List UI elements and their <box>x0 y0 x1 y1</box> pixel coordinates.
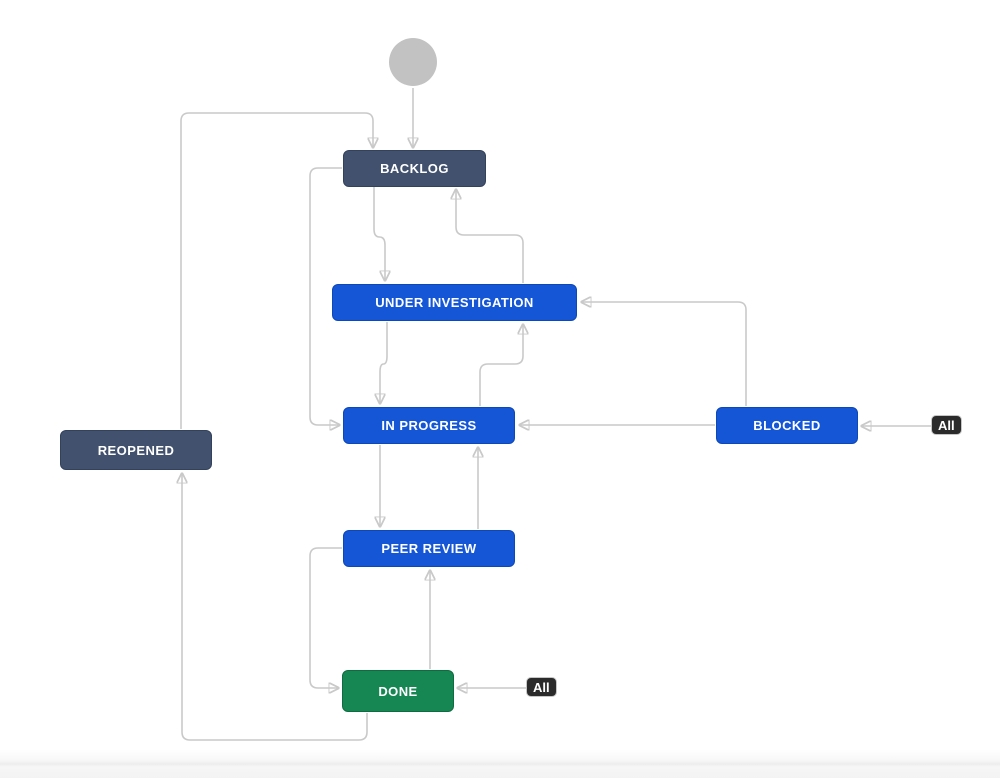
node-done[interactable]: DONE <box>342 670 454 712</box>
edge-inprogress-to-underinvestigation <box>479 324 523 406</box>
node-under-investigation[interactable]: UNDER INVESTIGATION <box>332 284 577 321</box>
edge-underinvestigation-to-backlog <box>456 189 524 283</box>
start-circle <box>389 38 437 86</box>
edge-peerreview-to-done <box>309 547 342 688</box>
edge-blocked-to-underinvestigation <box>581 302 747 406</box>
edge-reopened-to-backlog <box>180 112 373 429</box>
edge-backlog-to-underinvestigation <box>373 187 385 281</box>
all-transitions-badge-blocked[interactable]: All <box>931 415 962 435</box>
node-peer-review[interactable]: PEER REVIEW <box>343 530 515 567</box>
all-transitions-badge-done[interactable]: All <box>526 677 557 697</box>
bottom-edge-strip <box>0 750 1000 778</box>
node-blocked[interactable]: BLOCKED <box>716 407 858 444</box>
node-in-progress[interactable]: IN PROGRESS <box>343 407 515 444</box>
node-reopened[interactable]: REOPENED <box>60 430 212 470</box>
node-backlog[interactable]: BACKLOG <box>343 150 486 187</box>
edge-underinvestigation-to-inprogress <box>380 322 388 404</box>
edge-backlog-to-inprogress <box>309 167 342 425</box>
edge-done-to-reopened <box>182 473 368 741</box>
